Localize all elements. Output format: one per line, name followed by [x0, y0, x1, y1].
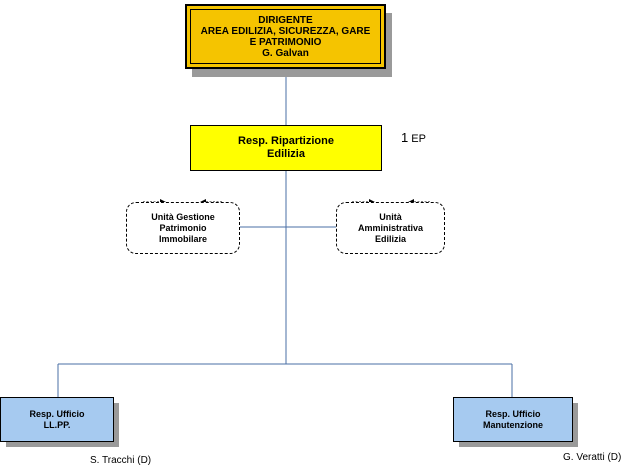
office-right-line-1: Resp. Ufficio: [485, 408, 541, 419]
staff-count: 1: [401, 130, 409, 145]
office-llpp-box: Resp. Ufficio LL.PP.: [0, 397, 114, 442]
unit-left-line-3: Immobilare: [158, 233, 207, 244]
office-right-line-2: Manutenzione: [483, 419, 543, 430]
staff-count-label: 1 EP: [401, 130, 426, 145]
office-left-line-1: Resp. Ufficio: [29, 408, 85, 419]
director-title: DIRIGENTE: [258, 14, 313, 26]
staff-unit: EP: [411, 133, 426, 145]
office-manutenzione-box: Resp. Ufficio Manutenzione: [453, 397, 573, 442]
office-left-holder: S. Tracchi (D): [90, 455, 152, 466]
director-area-cont: E PATRIMONIO: [249, 36, 322, 48]
unit-right-line-3: Edilizia: [374, 233, 406, 244]
unit-left-line-1: Unità Gestione: [151, 211, 215, 222]
head-box: Resp. Ripartizione Edilizia: [190, 125, 382, 171]
unit-right-line-2: Amministrativa: [357, 222, 424, 233]
unit-amministrativa-edilizia: Unità Amministrativa Edilizia: [336, 202, 445, 254]
office-left-line-2: LL.PP.: [43, 419, 71, 430]
head-line-1: Resp. Ripartizione: [238, 135, 334, 147]
head-line-2: Edilizia: [267, 148, 305, 160]
director-box: DIRIGENTE AREA EDILIZIA, SICUREZZA, GARE…: [185, 4, 386, 69]
director-area: AREA EDILIZIA, SICUREZZA, GARE: [200, 25, 371, 37]
unit-left-line-2: Patrimonio: [159, 222, 207, 233]
unit-gestione-patrimonio: Unità Gestione Patrimonio Immobilare: [126, 202, 240, 254]
director-inner: DIRIGENTE AREA EDILIZIA, SICUREZZA, GARE…: [190, 9, 381, 64]
unit-right-line-1: Unità: [379, 211, 402, 222]
director-name: G. Galvan: [262, 47, 309, 59]
office-right-holder: G. Veratti (D): [563, 452, 622, 463]
